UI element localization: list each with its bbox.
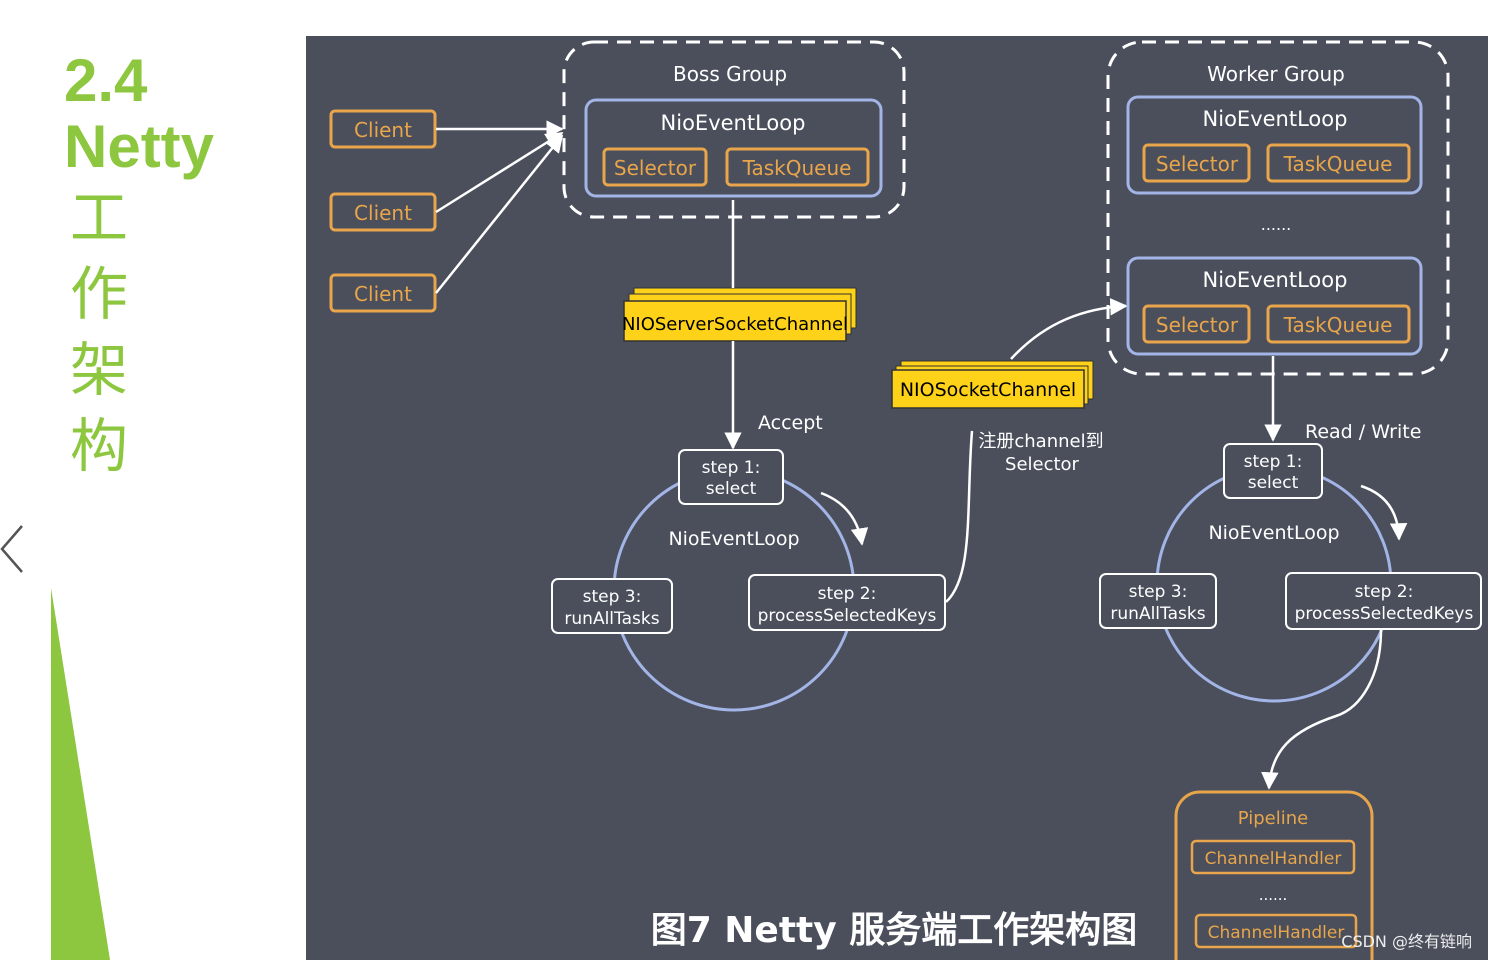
boss-step2-line2: processSelectedKeys — [758, 606, 937, 626]
slide-title-cjk-1: 工 — [70, 184, 129, 252]
slide-title-cjk-3: 架 — [70, 336, 129, 404]
worker-taskqueue-2-box — [1266, 304, 1411, 344]
boss-taskqueue-box — [725, 147, 870, 187]
worker-step3-box — [1099, 573, 1217, 629]
register-label-line1: 注册channel到 — [978, 431, 1103, 452]
client-1: Client — [329, 109, 437, 149]
boss-step2-box — [748, 574, 946, 631]
slide-title-en: Netty — [64, 113, 215, 180]
boss-selector-box — [602, 147, 708, 187]
register-line — [945, 430, 974, 603]
worker-selector-2-box — [1142, 304, 1251, 344]
worker-step1-box — [1223, 443, 1323, 499]
channel-handler-2-label: ChannelHandler — [1208, 923, 1345, 943]
worker-nio-event-loop-2-box — [1126, 256, 1423, 356]
boss-loop-label: NioEventLoop — [668, 528, 799, 550]
boss-selector-label: Selector — [614, 156, 697, 180]
server-socket-channel-label: NIOServerSocketChannel — [622, 314, 848, 335]
boss-taskqueue-label: TaskQueue — [742, 156, 852, 180]
client-2: Client — [329, 192, 437, 232]
worker-ellipsis: ...... — [1261, 215, 1292, 234]
worker-group-label: Worker Group — [1207, 62, 1345, 86]
slide-number: 2.4 — [64, 47, 148, 114]
worker-taskqueue-2-label: TaskQueue — [1283, 313, 1393, 337]
worker-step2-box — [1285, 572, 1482, 630]
worker-taskqueue-1-label: TaskQueue — [1283, 152, 1393, 176]
boss-step1-box — [678, 449, 784, 505]
slide-title: 2.4 Netty 工 作 架 构 — [64, 48, 264, 484]
pipeline-label: Pipeline — [1238, 808, 1308, 829]
pipeline: Pipeline ChannelHandler ...... ChannelHa… — [1174, 790, 1374, 960]
read-write-label: Read / Write — [1305, 421, 1421, 443]
pipeline-arrow — [1261, 629, 1383, 790]
boss-group: Boss Group NioEventLoop Selector TaskQue… — [562, 40, 906, 219]
boss-step3-line2: runAllTasks — [564, 609, 659, 629]
channel-handler-1-label: ChannelHandler — [1205, 849, 1342, 869]
client-3: Client — [329, 273, 437, 313]
worker-loop-label: NioEventLoop — [1208, 522, 1339, 544]
worker-step1-line2: select — [1248, 473, 1299, 493]
client-1-label: Client — [354, 118, 412, 142]
worker-loop: NioEventLoop step 1: select step 2: proc… — [1099, 443, 1482, 703]
register-label-line2: Selector — [1005, 454, 1080, 475]
boss-step2-line1: step 2: — [818, 584, 877, 604]
worker-group: Worker Group NioEventLoop Selector TaskQ… — [1106, 40, 1450, 376]
channel-handler-2-box — [1194, 913, 1358, 949]
channel-handler-1-box — [1190, 839, 1356, 875]
boss-step1-line1: step 1: — [702, 458, 761, 478]
slide-title-cjk-4: 构 — [70, 412, 129, 480]
worker-step2-line1: step 2: — [1355, 582, 1414, 602]
diagram-caption: 图7 Netty 服务端工作架构图 — [651, 910, 1138, 951]
boss-group-label: Boss Group — [673, 62, 787, 86]
worker-step1-line1: step 1: — [1244, 452, 1303, 472]
boss-step3-box — [551, 578, 673, 634]
slide-title-cjk-2: 作 — [70, 260, 129, 328]
register-arrow — [1010, 298, 1128, 360]
worker-step3-line2: runAllTasks — [1110, 604, 1205, 624]
worker-selector-1-label: Selector — [1156, 152, 1239, 176]
csdn-watermark: CSDN @终有链响 — [1341, 932, 1472, 951]
netty-architecture-diagram: Boss Group NioEventLoop Selector TaskQue… — [306, 36, 1488, 960]
boss-cycle-arrow — [820, 491, 869, 546]
worker-step2-line2: processSelectedKeys — [1295, 604, 1474, 624]
worker-nio-event-loop-1-box — [1126, 95, 1423, 195]
boss-step1-line2: select — [706, 479, 757, 499]
worker-nio-event-loop-2-label: NioEventLoop — [1203, 268, 1348, 292]
worker-selector-1-box — [1142, 143, 1251, 183]
boss-nio-event-loop-label: NioEventLoop — [661, 111, 806, 135]
server-socket-channel: NIOServerSocketChannel — [622, 287, 857, 342]
client-2-label: Client — [354, 201, 412, 225]
socket-channel: NIOSocketChannel — [891, 360, 1094, 409]
client-3-label: Client — [354, 282, 412, 306]
accept-label: Accept — [758, 412, 823, 434]
worker-nio-event-loop-1-label: NioEventLoop — [1203, 107, 1348, 131]
worker-taskqueue-1-box — [1266, 143, 1411, 183]
client-arrows — [435, 120, 564, 294]
worker-step3-line1: step 3: — [1129, 582, 1188, 602]
worker-cycle-arrow — [1360, 484, 1408, 541]
boss-nio-event-loop-box — [584, 98, 883, 198]
boss-step3-line1: step 3: — [583, 587, 642, 607]
chevron-left-icon[interactable] — [0, 520, 30, 580]
socket-channel-label: NIOSocketChannel — [900, 379, 1076, 401]
accent-shape — [51, 588, 110, 960]
worker-selector-2-label: Selector — [1156, 313, 1239, 337]
boss-loop: NioEventLoop step 1: select step 2: proc… — [551, 449, 946, 712]
pipeline-ellipsis: ...... — [1259, 886, 1288, 904]
